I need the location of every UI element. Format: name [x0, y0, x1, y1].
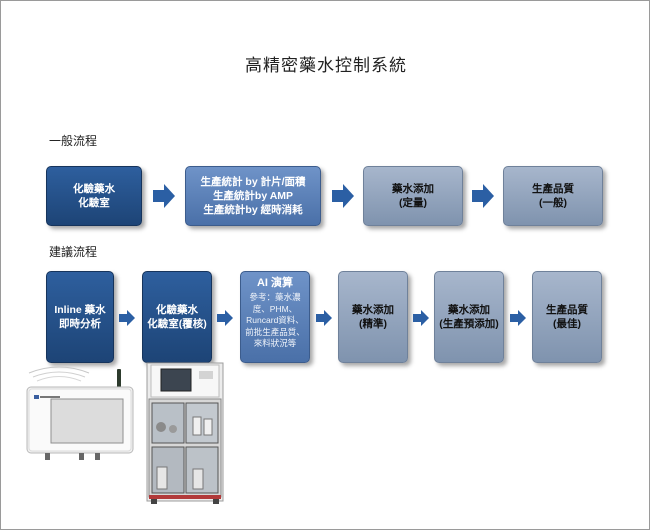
dosing-cabinet-illustration [141, 357, 229, 510]
step-line: 生產統計 by 計片/面積 [200, 176, 306, 188]
step-line: 化驗藥水 [73, 183, 115, 195]
step-line: (精準) [359, 318, 387, 330]
step-line: 化驗藥水 [156, 304, 198, 316]
arrow-right-icon [316, 310, 332, 326]
arrow-right-icon [413, 310, 429, 326]
ai-note-line: 前批生產品質、 [245, 326, 305, 337]
suggested-step-dosing-predictive: 藥水添加 (生產預添加) [434, 271, 504, 363]
step-line: 化驗室 [78, 197, 110, 209]
step-line: 即時分析 [59, 318, 101, 330]
general-step-quality: 生產品質 (一般) [503, 166, 603, 226]
arrow-right-icon [119, 310, 135, 326]
arrow-right-icon [217, 310, 233, 326]
step-line: Inline 藥水 [54, 304, 106, 316]
step-line: 生產品質 [546, 304, 588, 316]
step-line: 生產品質 [532, 183, 574, 195]
general-step-statistics: 生產統計 by 計片/面積 生產統計by AMP 生產統計by 經時消耗 [185, 166, 321, 226]
arrow-right-icon [472, 184, 494, 208]
suggested-step-lab-review: 化驗藥水 化驗室(覆核) [142, 271, 212, 363]
general-step-lab: 化驗藥水 化驗室 [46, 166, 142, 226]
section-label-general: 一般流程 [49, 134, 98, 148]
step-line: 化驗室(覆核) [147, 318, 207, 330]
arrow-right-icon [332, 184, 354, 208]
ai-heading: AI 演算 [256, 277, 294, 289]
arrow-right-icon [510, 310, 526, 326]
ai-note-line: 來料狀況等 [253, 338, 297, 348]
page-title: 高精密藥水控制系統 [245, 56, 407, 75]
step-line: 藥水添加 [352, 304, 394, 316]
suggested-step-inline: Inline 藥水 即時分析 [46, 271, 114, 363]
suggested-step-dosing-precise: 藥水添加 (精準) [338, 271, 408, 363]
step-line: (定量) [399, 197, 427, 209]
step-line: 藥水添加 [392, 183, 434, 195]
step-line: (一般) [539, 197, 567, 209]
arrow-right-icon [153, 184, 175, 208]
step-line: 藥水添加 [448, 304, 490, 316]
section-label-suggested: 建議流程 [49, 245, 98, 259]
suggested-step-ai: AI 演算 參考：藥水濃 度、PHM、 Runcard資料、 前批生產品質、 來… [240, 271, 310, 363]
step-line: 生產統計by 經時消耗 [203, 204, 303, 216]
suggested-step-quality-best: 生產品質 (最佳) [532, 271, 602, 363]
general-step-dosing: 藥水添加 (定量) [363, 166, 463, 226]
ai-note-line: Runcard資料、 [246, 315, 304, 325]
step-line: (生產預添加) [439, 318, 499, 330]
step-line: (最佳) [553, 318, 581, 330]
step-line: 生產統計by AMP [212, 190, 294, 202]
inline-analyzer-illustration [19, 361, 139, 476]
ai-note-line: 度、PHM、 [252, 303, 298, 314]
ai-note-line: 參考：藥水濃 [249, 292, 301, 302]
